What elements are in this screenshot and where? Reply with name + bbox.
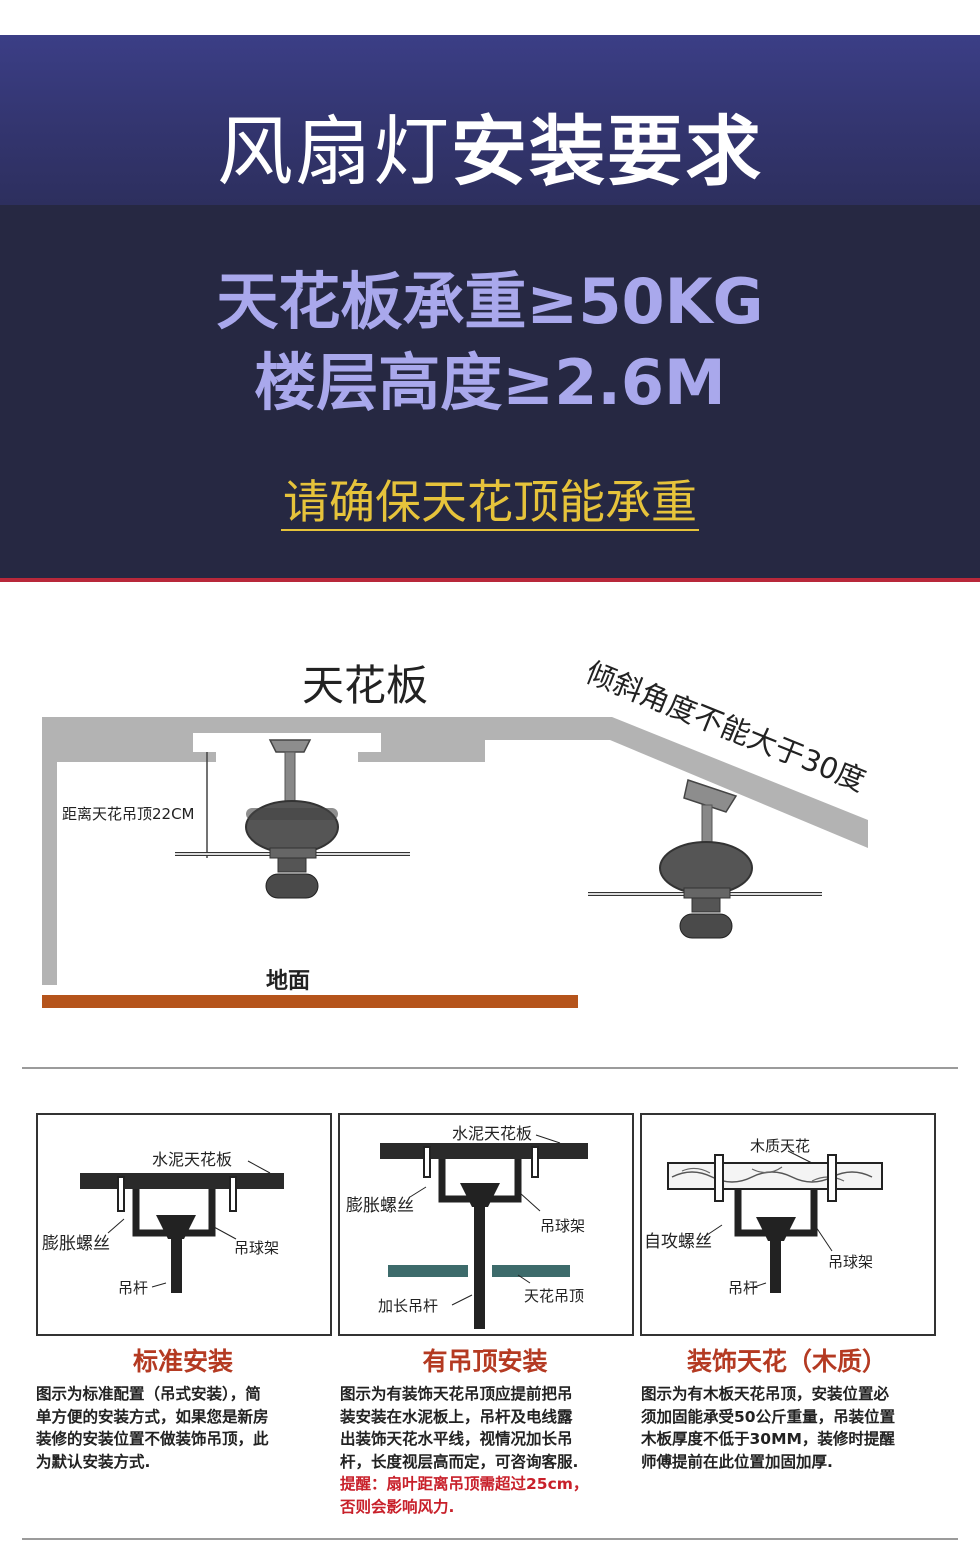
desc-line: 图示为有木板天花吊顶，安装位置必 [641,1385,890,1403]
accent-divider [0,578,980,582]
slab-label: 木质天花 [750,1137,810,1155]
slab-label: 水泥天花板 [452,1124,532,1143]
rod-label: 吊杆 [728,1279,758,1297]
desc-line: 师傅提前在此位置加固加厚. [641,1452,833,1471]
desc-line: 须加固能承受50公斤重量，吊装位置 [641,1407,896,1426]
standard-install-desc: 图示为标准配置（吊式安装），简 单方便的安装方式，如果您是新房 装修的安装位置不… [36,1383,330,1473]
panel-suspended: 水泥天花板 膨胀螺丝 吊球架 天花吊顶 加长吊杆 [338,1113,634,1336]
warning-line: 否则会影响风力. [340,1497,455,1516]
floor-bar [42,995,578,1008]
bottom-divider [22,1538,958,1540]
section-divider [22,1067,958,1069]
slab-label: 水泥天花板 [152,1150,232,1169]
height-requirement: 楼层高度≥2.6M [254,346,726,419]
screw-label: 膨胀螺丝 [42,1234,110,1254]
installation-diagram: 天花板 倾斜角度不能大于30度 距离天花吊顶22CM 地面 [42,655,870,1008]
suspended-install-title: 有吊顶安装 [422,1347,548,1376]
bracket-label: 吊球架 [828,1253,873,1271]
suspended-install-diagram: 水泥天花板 膨胀螺丝 吊球架 天花吊顶 加长吊杆 [346,1124,588,1329]
warning-line: 提醒：扇叶距离吊顶需超过25cm， [340,1475,589,1493]
desc-line: 单方便的安装方式，如果您是新房 [36,1407,269,1426]
title-thin: 风扇灯 [217,107,451,196]
ceiling-structure [42,717,868,985]
wooden-install-title: 装饰天花（木质） [686,1347,887,1376]
ceiling-label: 天花吊顶 [524,1287,584,1305]
header-banner: 风扇灯安装要求 [0,35,980,205]
standard-install-diagram: 水泥天花板 膨胀螺丝 吊球架 吊杆 [42,1150,284,1297]
standard-install-title: 标准安装 [132,1347,233,1376]
rod-label: 吊杆 [118,1279,148,1297]
ceiling-fan-sloped [588,779,822,939]
page-title: 风扇灯安装要求 [0,107,980,197]
load-requirement: 天花板承重≥50KG [216,265,764,338]
notice-text: 请确保天花顶能承重 [281,475,699,531]
screw-label: 膨胀螺丝 [346,1196,414,1216]
floor-label: 地面 [266,969,310,994]
ceiling-fan-flat [175,739,410,899]
screw-label: 自攻螺丝 [644,1232,712,1252]
bracket-label: 吊球架 [234,1239,279,1257]
desc-line: 图示为标准配置（吊式安装），简 [36,1385,261,1403]
desc-line: 装安装在水泥板上，吊杆及电线露 [340,1407,573,1426]
suspended-install-desc: 图示为有装饰天花吊顶应提前把吊 装安装在水泥板上，吊杆及电线露 出装饰天花水平线… [340,1383,636,1518]
notice-line: 请确保天花顶能承重 [0,470,980,534]
panel-standard: 水泥天花板 膨胀螺丝 吊球架 吊杆 [36,1113,332,1336]
wooden-install-desc: 图示为有木板天花吊顶，安装位置必 须加固能承受50公斤重量，吊装位置 木板厚度不… [641,1383,961,1473]
ext-rod-label: 加长吊杆 [378,1297,438,1315]
desc-line: 为默认安装方式. [36,1452,151,1471]
desc-line: 杆，长度视层高而定，可咨询客服. [340,1452,579,1471]
desc-line: 出装饰天花水平线，视情况加长吊 [340,1430,573,1448]
title-bold: 安装要求 [451,107,763,196]
wooden-install-diagram: 木质天花 自攻螺丝 吊球架 吊杆 [644,1137,883,1297]
distance-label: 距离天花吊顶22CM [62,805,195,823]
desc-line: 木板厚度不低于30MM，装修时提醒 [641,1430,895,1448]
desc-line: 图示为有装饰天花吊顶应提前把吊 [340,1385,573,1403]
desc-line: 装修的安装位置不做装饰吊顶，此 [36,1430,269,1448]
bracket-label: 吊球架 [540,1217,585,1235]
ceiling-label: 天花板 [302,661,428,710]
requirements-section: 天花板承重≥50KG 楼层高度≥2.6M 请确保天花顶能承重 [0,205,980,578]
panel-wooden: 木质天花 自攻螺丝 吊球架 吊杆 [640,1113,936,1336]
